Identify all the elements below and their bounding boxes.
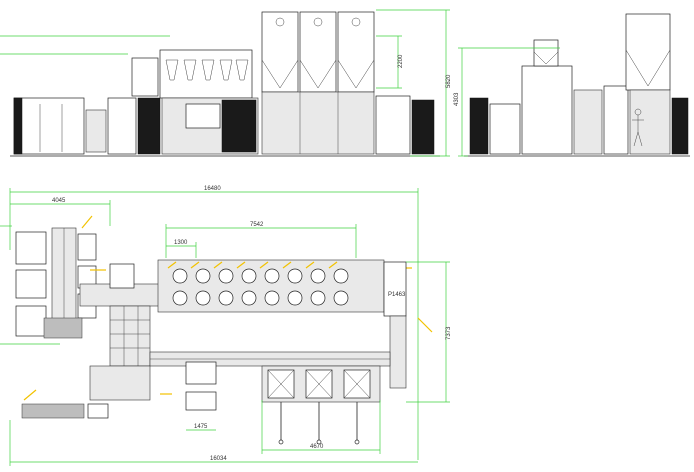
front-machine-window bbox=[185, 103, 221, 129]
plan-bin-1 bbox=[15, 231, 47, 265]
front-dark-machine bbox=[221, 99, 257, 153]
plan-dim-width-label: 7373 bbox=[446, 326, 452, 340]
front-left-cabinet-side bbox=[13, 97, 23, 155]
plan-bin-3 bbox=[15, 305, 47, 337]
plan-bottom-legs bbox=[278, 402, 360, 445]
side-mid-unit bbox=[573, 89, 603, 155]
plan-left-platform bbox=[43, 317, 83, 339]
front-elevation: 5820 2200 bbox=[0, 9, 452, 157]
front-right-unit bbox=[375, 95, 411, 155]
plan-view: 16480 4045 7542 1300 bbox=[0, 186, 452, 466]
plan-right-unit bbox=[383, 261, 407, 317]
front-upper-tank bbox=[131, 57, 159, 97]
front-right-dark-panel bbox=[411, 99, 435, 155]
silo-tower-1 bbox=[261, 11, 299, 93]
side-left-unit bbox=[489, 103, 521, 155]
side-left-dark-panel bbox=[469, 97, 489, 155]
front-control-box bbox=[107, 97, 137, 155]
plan-bin-2 bbox=[15, 269, 47, 299]
plan-mid-grid bbox=[110, 306, 150, 366]
plan-lower-box bbox=[185, 361, 217, 385]
plan-dim-row-label: 7542 bbox=[250, 222, 264, 228]
plan-dim-section-label: 4670 bbox=[310, 444, 324, 450]
plan-mid-conveyor-block bbox=[109, 305, 151, 367]
plan-dim-total-label: 16480 bbox=[204, 186, 221, 192]
front-silo-base bbox=[261, 91, 375, 155]
side-tower-base bbox=[629, 89, 671, 155]
plan-dim-left-label: 4045 bbox=[52, 198, 66, 204]
side-upper-hopper bbox=[533, 39, 559, 67]
side-tall-tower bbox=[625, 13, 671, 91]
plan-station-circles bbox=[172, 268, 349, 306]
front-dim-hopper-label: 2200 bbox=[398, 54, 404, 68]
front-silo-towers bbox=[261, 11, 375, 93]
plan-lower-left-block bbox=[89, 365, 151, 401]
front-dim-total-label: 5820 bbox=[446, 74, 452, 88]
plan-bottom-left-box bbox=[87, 403, 109, 419]
side-main-machine bbox=[521, 65, 573, 155]
side-elevation: 4303 bbox=[454, 13, 690, 157]
silo-tower-3 bbox=[337, 11, 375, 93]
front-dark-panel bbox=[137, 97, 161, 155]
front-hopper-funnels bbox=[165, 59, 249, 81]
silo-tower-2 bbox=[299, 11, 337, 93]
plan-bin-4 bbox=[77, 233, 97, 261]
plan-left-bins bbox=[15, 231, 97, 337]
side-operator-figure bbox=[632, 108, 644, 147]
plan-dim-pitch-label: 1300 bbox=[174, 240, 188, 246]
side-right-unit bbox=[603, 85, 629, 155]
plan-bottom-left-platform bbox=[21, 403, 85, 419]
front-small-unit bbox=[85, 109, 107, 153]
plan-transfer-unit bbox=[109, 263, 135, 289]
side-hopper-funnel bbox=[533, 51, 559, 65]
front-hopper-row bbox=[159, 49, 253, 99]
plan-bottom-station-boxes bbox=[267, 369, 371, 399]
side-right-dark-panel bbox=[671, 97, 689, 155]
front-left-cabinet bbox=[13, 97, 85, 155]
plan-dim-bottom-total-label: 16034 bbox=[210, 456, 227, 462]
plan-dim-module-label: 1475 bbox=[194, 424, 208, 430]
plan-panel-tag: P1463 bbox=[388, 292, 406, 298]
plan-bottom-module bbox=[185, 391, 217, 411]
side-tower-funnel bbox=[625, 49, 671, 87]
side-dim-label: 4303 bbox=[454, 92, 460, 106]
plan-right-conveyor bbox=[389, 315, 407, 389]
